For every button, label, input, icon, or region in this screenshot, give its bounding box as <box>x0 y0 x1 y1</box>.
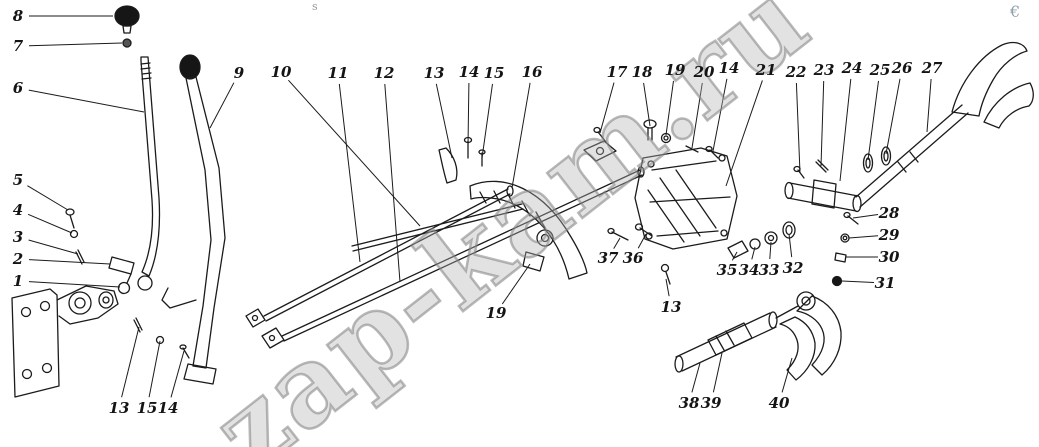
part-number-14: 14 <box>458 63 480 81</box>
part-number-17: 17 <box>606 63 628 81</box>
shift-rod-lower <box>261 166 645 349</box>
part-number-15: 15 <box>483 64 505 82</box>
part-number-14: 14 <box>157 399 179 417</box>
part-number-19: 19 <box>485 304 507 322</box>
part-number-1: 1 <box>12 272 24 290</box>
part-number-38: 38 <box>678 394 700 412</box>
part-number-19: 19 <box>664 61 686 79</box>
control-housing <box>634 119 738 250</box>
mounting-bracket <box>11 285 119 398</box>
control-shaft <box>784 146 892 213</box>
intermediate-rod <box>351 203 524 252</box>
part-number-18: 18 <box>631 63 653 81</box>
part-number-5: 5 <box>12 171 24 189</box>
part-number-25: 25 <box>869 61 891 79</box>
part-number-36: 36 <box>622 249 644 267</box>
leader-lines <box>27 15 932 398</box>
knob-washer <box>122 38 132 48</box>
part-number-11: 11 <box>327 64 349 82</box>
part-number-20: 20 <box>693 63 715 81</box>
part-number-6: 6 <box>12 79 24 97</box>
fasteners-right <box>831 211 859 287</box>
part-number-22: 22 <box>785 63 807 81</box>
shift-fork-lower <box>779 291 842 381</box>
part-number-28: 28 <box>878 204 900 222</box>
part-number-13: 13 <box>423 64 445 82</box>
part-number-8: 8 <box>12 7 24 25</box>
detent-balls <box>727 221 796 259</box>
second-lever <box>161 54 226 385</box>
latch-lever <box>438 136 486 184</box>
part-number-7: 7 <box>12 37 24 55</box>
part-number-2: 2 <box>12 250 24 268</box>
part-number-39: 39 <box>700 394 722 412</box>
part-number-33: 33 <box>758 261 780 279</box>
part-number-16: 16 <box>521 63 543 81</box>
part-number-35: 35 <box>716 261 738 279</box>
part-number-13: 13 <box>660 298 682 316</box>
rocker-lever <box>469 180 588 280</box>
part-number-34: 34 <box>738 261 760 279</box>
part-number-10: 10 <box>270 63 292 81</box>
lever-fasteners <box>133 317 190 359</box>
shift-rod-upper <box>245 185 514 328</box>
part-number-24: 24 <box>841 59 863 77</box>
part-number-4: 4 <box>12 201 24 219</box>
part-number-23: 23 <box>813 61 835 79</box>
part-number-9: 9 <box>233 64 245 82</box>
shift-fork-upper <box>855 41 1034 208</box>
part-number-29: 29 <box>878 226 900 244</box>
gearshift-lever <box>108 56 161 295</box>
part-number-32: 32 <box>782 259 804 277</box>
fasteners-left <box>65 208 85 265</box>
detent-parts <box>607 223 671 285</box>
part-number-37: 37 <box>597 249 619 267</box>
part-number-30: 30 <box>878 248 900 266</box>
lower-rod <box>674 305 799 373</box>
support-bracket <box>583 126 617 162</box>
part-number-21: 21 <box>755 61 777 79</box>
part-number-15: 15 <box>136 399 158 417</box>
knob <box>114 5 140 27</box>
part-number-3: 3 <box>12 228 24 246</box>
part-number-14: 14 <box>718 59 740 77</box>
part-number-40: 40 <box>768 394 790 412</box>
part-number-27: 27 <box>921 59 943 77</box>
knob-and-washer <box>114 5 140 48</box>
part-number-26: 26 <box>891 59 913 77</box>
part-number-13: 13 <box>108 399 130 417</box>
part-number-12: 12 <box>373 64 395 82</box>
part-number-31: 31 <box>874 274 896 292</box>
